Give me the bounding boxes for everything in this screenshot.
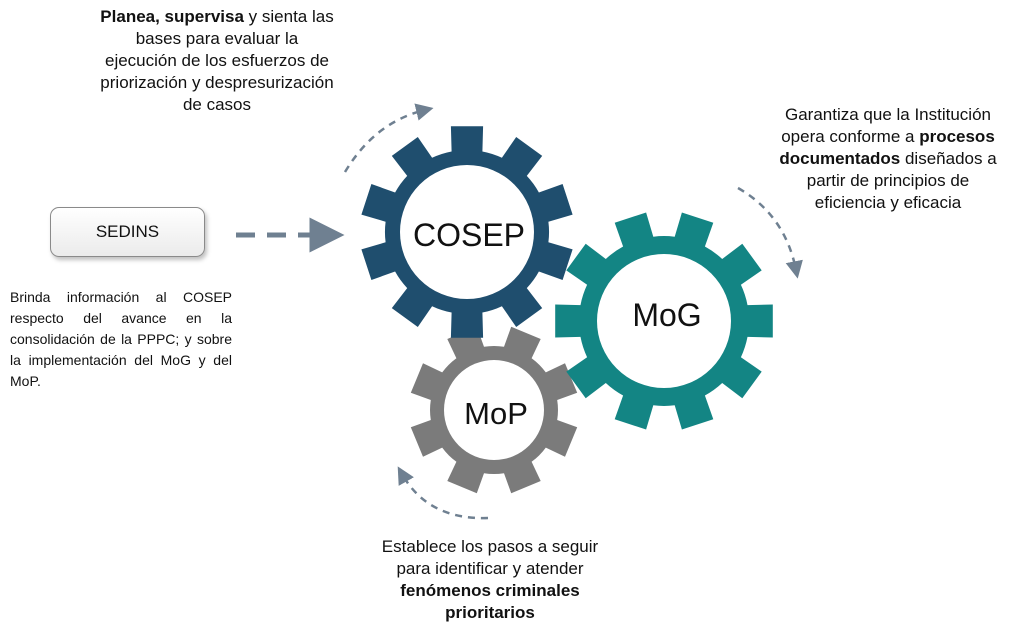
mop-rotation-arrow [397,466,489,520]
mop-description-bold-2: prioritarios [445,603,535,622]
gear-mog-center [597,254,731,388]
sedins-label: SEDINS [95,222,160,241]
mog-description-bold-2: documentados [779,149,901,168]
mog-description-bold-1: procesos [919,127,995,146]
gear-cosep-center [400,165,534,299]
cosep-description-line1-rest: y sienta las [243,7,334,26]
mog-gear-label: MoG [632,297,701,333]
cosep-description-bold: Planea, supervisa [100,7,244,26]
mog-description-line2-pre: opera conforme a [781,127,920,146]
mop-gear [410,326,578,494]
cosep-gear [361,126,573,338]
mop-description-line1: Establece los pasos a seguir [381,537,599,556]
mog-description-line1: Garantiza que la Institución [784,105,991,124]
mop-gear-label: MoP [464,396,528,431]
cosep-description-line3: ejecución de los esfuerzos de [105,51,329,70]
cosep-gear-label: COSEP [413,217,525,253]
mop-description: Establece los pasos a seguir para identi… [340,536,640,624]
cosep-description-line5: de casos [182,95,252,114]
gear-mop-center [444,360,544,460]
cosep-rotation-arrow [343,103,434,173]
mog-description-line4: partir de principios de [806,171,970,190]
mop-description-line2: para identificar y atender [396,559,584,578]
cosep-description-line2: bases para evaluar la [135,29,299,48]
cosep-description-line4: priorización y despresurización [100,73,334,92]
mog-description: Garantiza que la Institución opera confo… [748,104,1025,214]
mog-description-line5: eficiencia y eficacia [814,193,962,212]
mog-gear [555,212,773,430]
mop-description-bold-1: fenómenos criminales [400,581,580,600]
mog-rotation-arrow [737,186,803,279]
mog-description-line3-rest: diseñados a [900,149,997,168]
sedins-description: Brinda información al COSEP respecto del… [10,289,232,389]
cosep-description: Planea, supervisa y sienta las bases par… [62,6,372,116]
sedins-box: SEDINS [50,207,205,257]
